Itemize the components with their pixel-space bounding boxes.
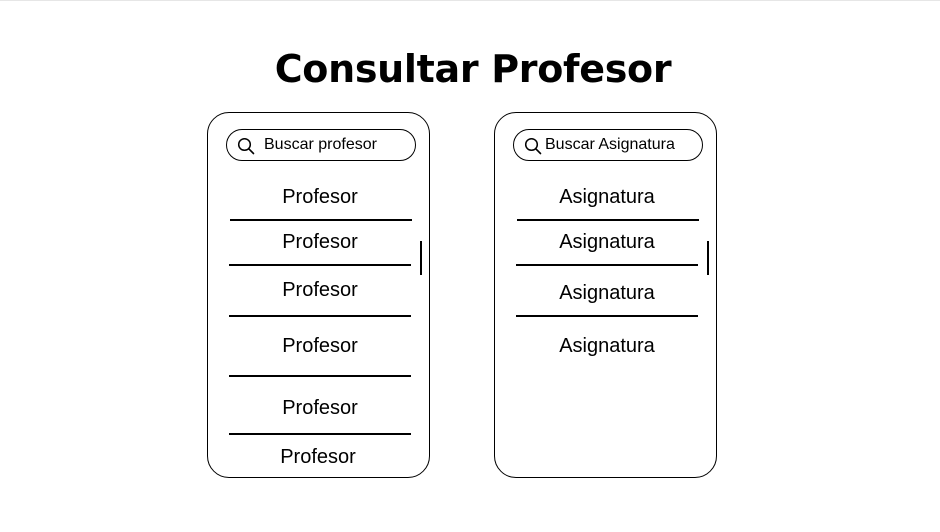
subject-search-input[interactable]: Buscar Asignatura — [513, 129, 703, 161]
list-divider — [229, 433, 411, 435]
professor-list-item[interactable]: Profesor — [282, 231, 358, 253]
professor-search-label: Buscar profesor — [264, 136, 377, 153]
search-icon — [524, 137, 542, 155]
subject-search-label: Buscar Asignatura — [545, 136, 675, 153]
list-divider — [517, 219, 699, 221]
professor-list-item[interactable]: Profesor — [282, 335, 358, 357]
subject-list-item[interactable]: Asignatura — [559, 282, 655, 304]
subjects-panel: Buscar Asignatura Asignatura Asignatura … — [494, 112, 717, 478]
professor-list-item[interactable]: Profesor — [280, 446, 356, 468]
list-divider — [229, 264, 411, 266]
list-divider — [229, 375, 411, 377]
professor-list-item[interactable]: Profesor — [282, 186, 358, 208]
professor-list-item[interactable]: Profesor — [282, 397, 358, 419]
page-title: Consultar Profesor — [274, 47, 672, 91]
list-divider — [230, 219, 412, 221]
subject-list-item[interactable]: Asignatura — [559, 186, 655, 208]
list-divider — [229, 315, 411, 317]
subjects-scrollbar[interactable] — [707, 241, 709, 275]
professor-list-item[interactable]: Profesor — [282, 279, 358, 301]
professor-search-input[interactable]: Buscar profesor — [226, 129, 416, 161]
professors-panel: Buscar profesor Profesor Profesor Profes… — [207, 112, 430, 478]
subject-list-item[interactable]: Asignatura — [559, 231, 655, 253]
top-divider — [0, 0, 940, 1]
subject-list-item[interactable]: Asignatura — [559, 335, 655, 357]
list-divider — [516, 315, 698, 317]
list-divider — [516, 264, 698, 266]
professors-scrollbar[interactable] — [420, 241, 422, 275]
search-icon — [237, 137, 255, 155]
